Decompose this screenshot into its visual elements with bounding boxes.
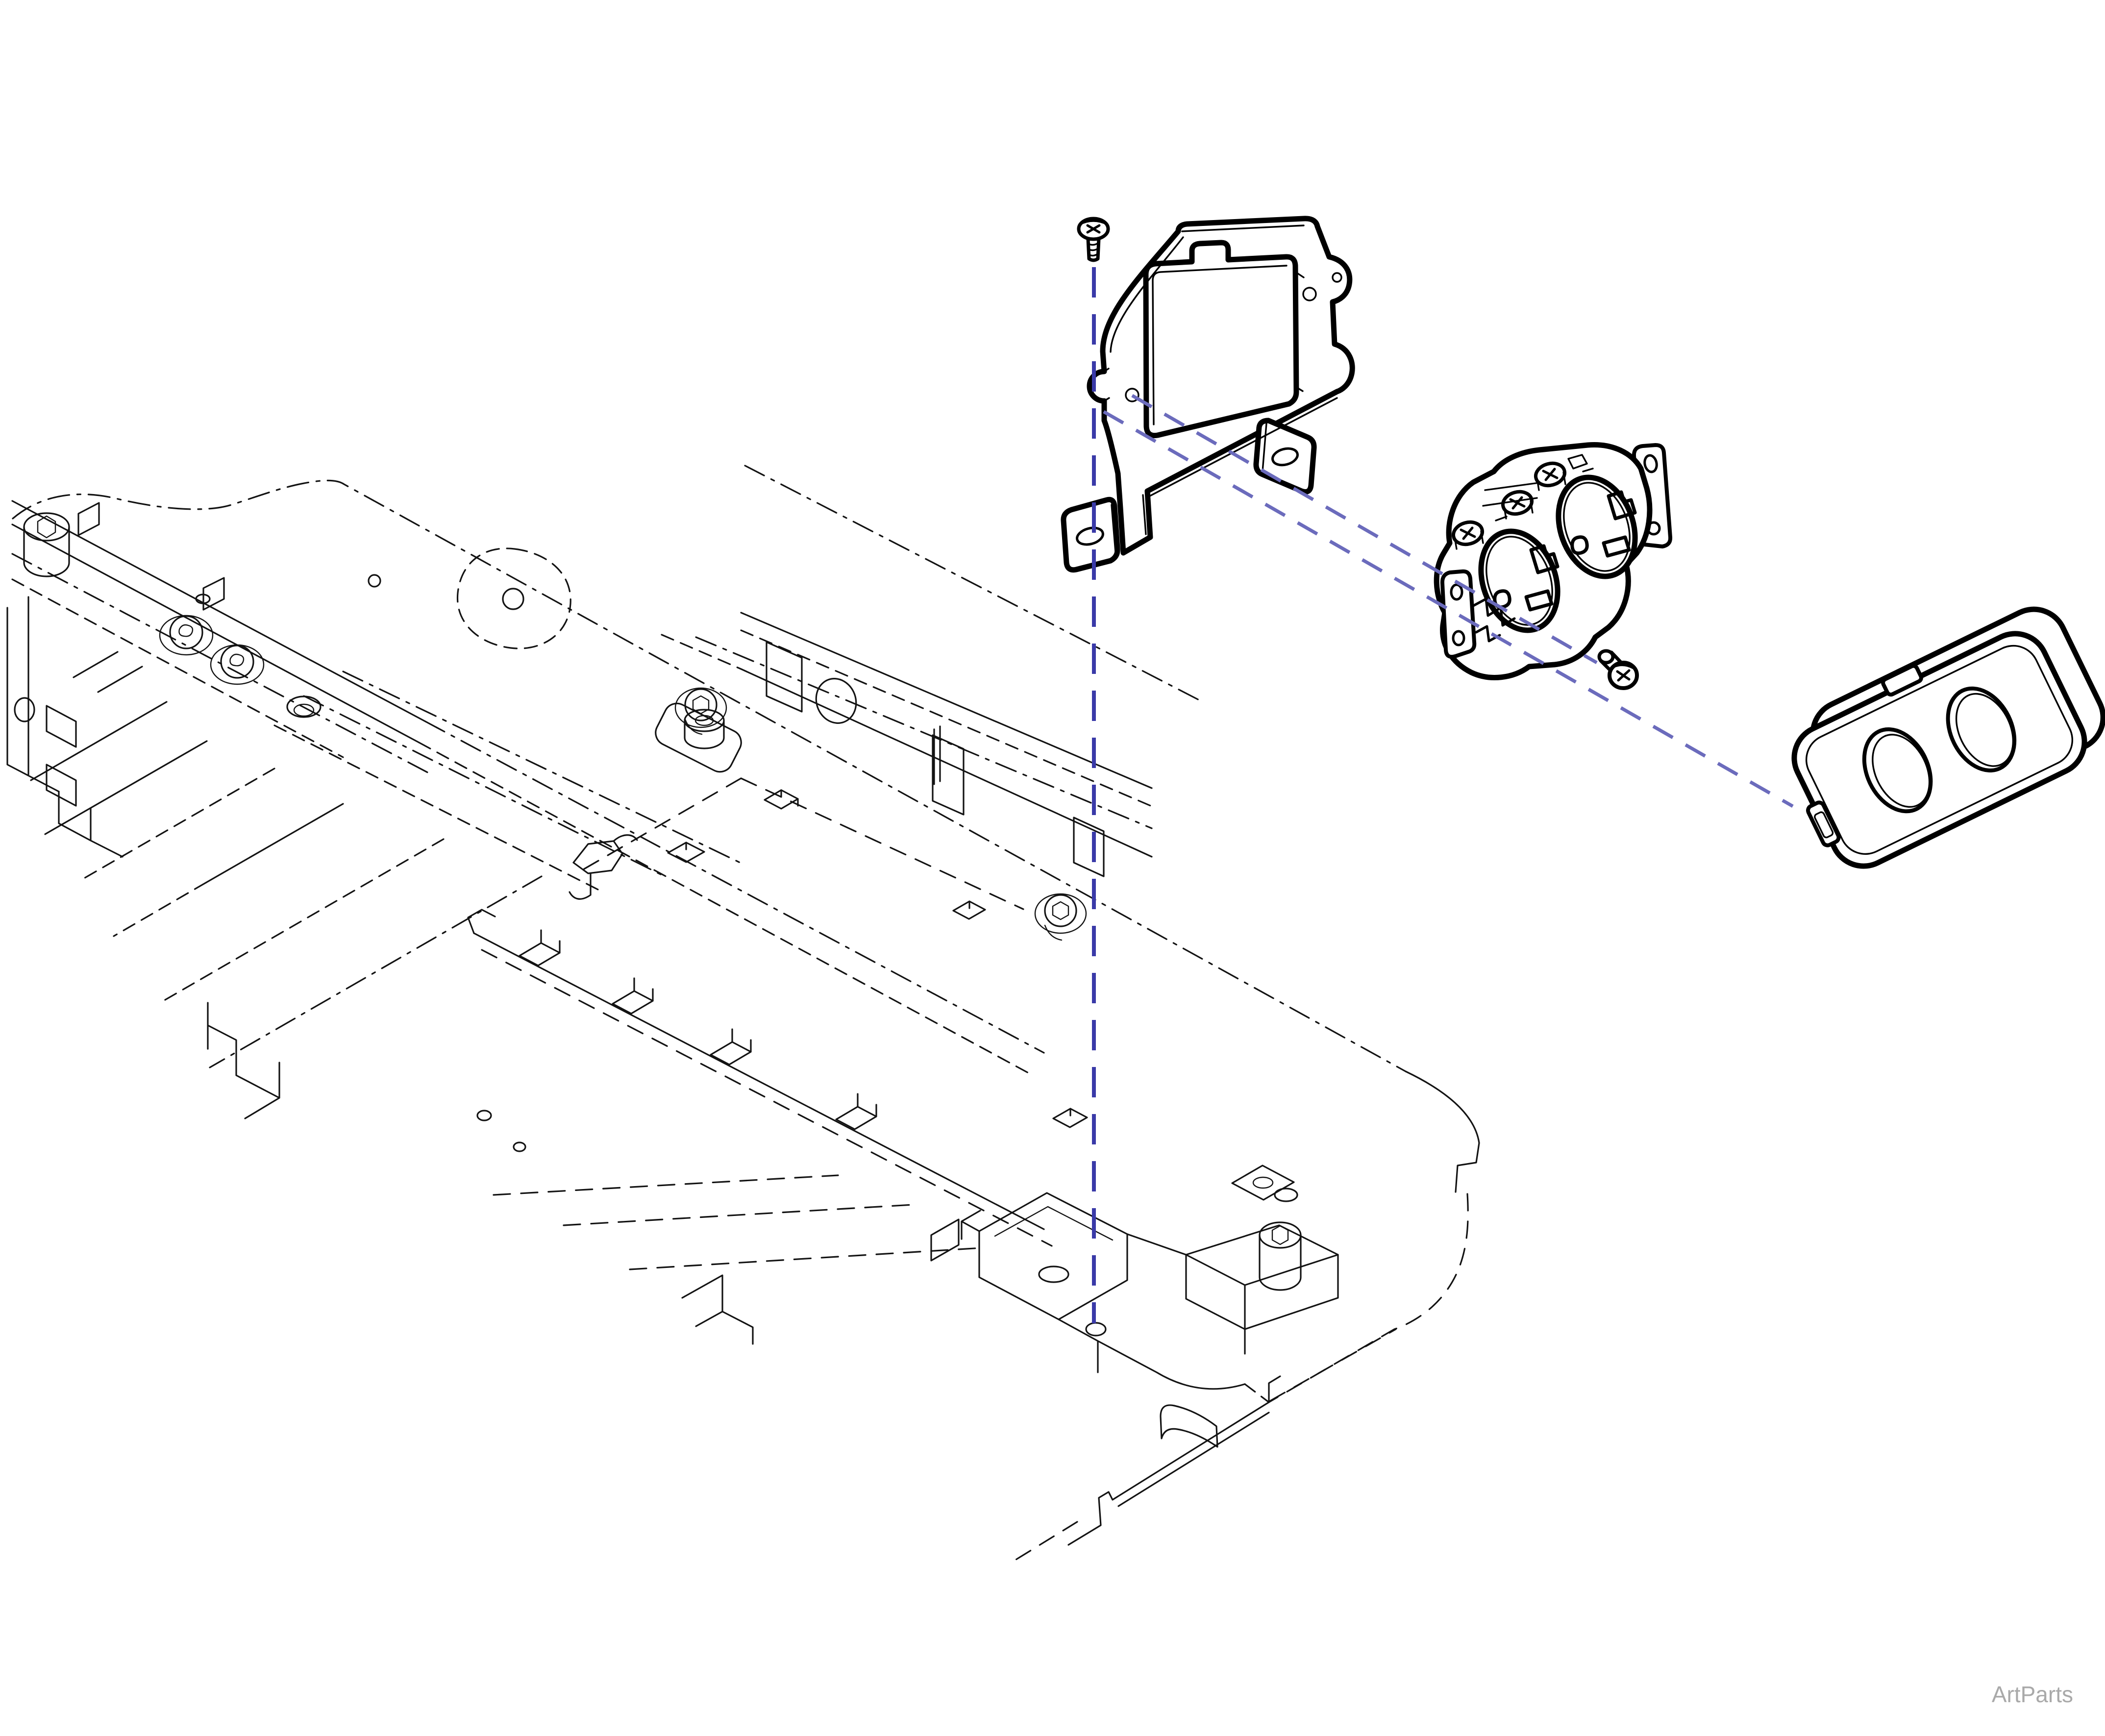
watermark: ArtParts bbox=[1992, 1682, 2073, 1707]
bracket-to-screw-line bbox=[1131, 394, 1598, 665]
outlet-cover-plate bbox=[1791, 606, 2105, 869]
bracket-right-foot bbox=[1253, 418, 1317, 495]
chassis-socket-screw bbox=[159, 615, 214, 656]
mounting-bracket bbox=[1061, 216, 1355, 573]
bracket-left-foot bbox=[1061, 496, 1120, 573]
chassis-bracket-mount bbox=[930, 1165, 1339, 1403]
flat-head-screw bbox=[1077, 217, 1110, 262]
cover-plate-clip bbox=[1881, 664, 1923, 697]
chassis-socket-screw bbox=[1034, 893, 1087, 941]
terminal-screw bbox=[1534, 461, 1567, 491]
cover-plate-openings bbox=[1862, 686, 2017, 814]
bracket-to-plate-line bbox=[1103, 410, 1794, 808]
assembly-guides bbox=[1092, 267, 1794, 1323]
duplex-receptacle bbox=[1434, 442, 1673, 680]
chassis-frame bbox=[6, 465, 1480, 1564]
pan-head-screw bbox=[1597, 649, 1639, 690]
receptacle-left-strap bbox=[1440, 569, 1516, 659]
terminal-screw bbox=[1451, 520, 1485, 550]
chassis-socket-screw bbox=[210, 644, 265, 685]
outlet-face-right bbox=[1556, 474, 1638, 579]
